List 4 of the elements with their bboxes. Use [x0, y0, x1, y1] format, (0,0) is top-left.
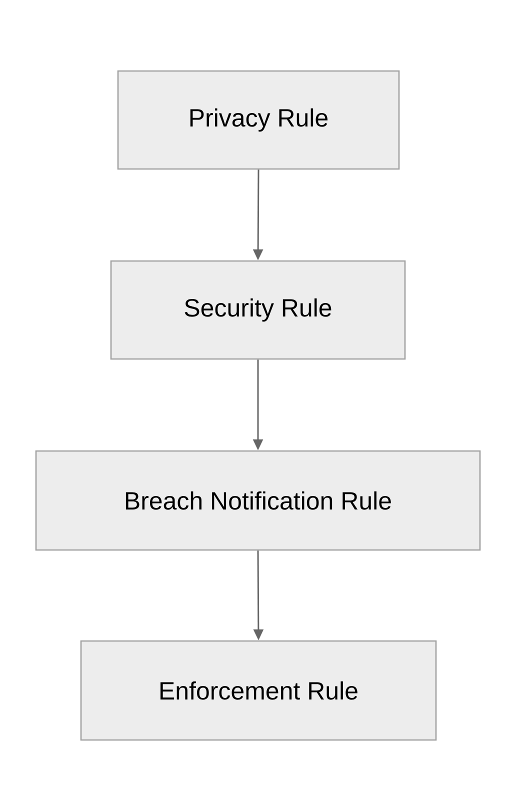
- process-box: Security Rule: [110, 260, 406, 360]
- process-box: Enforcement Rule: [80, 640, 437, 741]
- process-box: Privacy Rule: [117, 70, 400, 170]
- process-box: Breach Notification Rule: [35, 450, 481, 551]
